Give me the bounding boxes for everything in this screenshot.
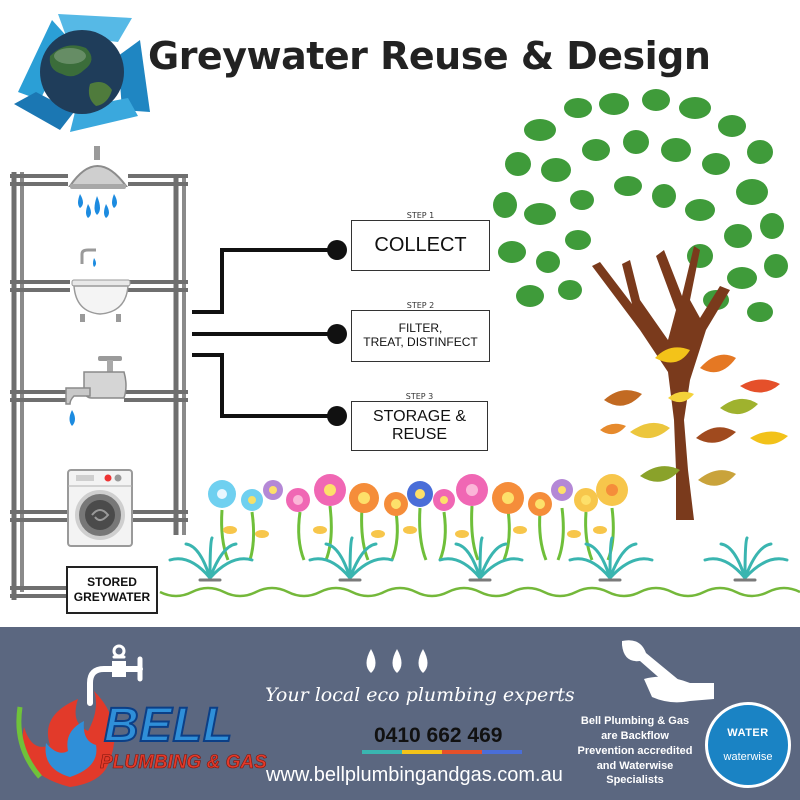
note-line: Prevention accredited bbox=[577, 744, 693, 757]
water-drops-icon bbox=[366, 649, 428, 673]
note-line: Bell Plumbing & Gas bbox=[580, 715, 690, 727]
stored-line1: STORED bbox=[87, 575, 137, 589]
pipe-fitting-icon bbox=[87, 644, 143, 706]
step-1-label: COLLECT bbox=[374, 234, 467, 256]
step-2-number: STEP 2 bbox=[402, 301, 439, 310]
website-link[interactable]: www.bellplumbingandgas.com.au bbox=[266, 764, 563, 786]
accreditation-note: Bell Plumbing & Gas are Backflow Prevent… bbox=[560, 714, 710, 788]
stored-greywater-label: STORED GREYWATER bbox=[66, 566, 158, 614]
footer-banner bbox=[0, 627, 800, 800]
connector-lines bbox=[192, 248, 334, 418]
step-3-number: STEP 3 bbox=[401, 392, 438, 401]
step-1-box: STEP 1 COLLECT bbox=[351, 211, 490, 271]
step-2-label-line1: FILTER, bbox=[398, 321, 443, 336]
tree-illustration bbox=[493, 89, 788, 520]
bell-flame-logo bbox=[16, 691, 115, 787]
page-title: Greywater Reuse & Design bbox=[148, 34, 711, 78]
note-line: Specialists bbox=[606, 774, 664, 787]
phone-number[interactable]: 0410 662 469 bbox=[374, 724, 503, 747]
bathtub-icon bbox=[71, 248, 131, 322]
brand-name: BELL bbox=[103, 698, 234, 753]
step-2-box: STEP 2 FILTER, TREAT, DISTINFECT bbox=[351, 301, 490, 362]
phone-underline bbox=[362, 750, 522, 754]
badge-bottom-text: waterwise bbox=[723, 751, 773, 763]
stored-line2: GREYWATER bbox=[73, 590, 151, 604]
step-3-box: STEP 3 STORAGE & REUSE bbox=[351, 392, 488, 451]
tap-icon bbox=[65, 356, 127, 426]
ground-vine bbox=[159, 586, 800, 598]
sprinkler-icon bbox=[168, 536, 789, 582]
wrench-hand-icon bbox=[622, 640, 714, 703]
tagline: Your local eco plumbing experts bbox=[265, 684, 575, 706]
footer-icons bbox=[16, 640, 714, 787]
shower-head-icon bbox=[68, 146, 128, 218]
step-1-number: STEP 1 bbox=[402, 211, 439, 220]
washing-machine-icon bbox=[67, 469, 133, 547]
connector-dots bbox=[327, 240, 347, 426]
brand-subtitle: PLUMBING & GAS bbox=[100, 752, 267, 774]
note-line: and Waterwise bbox=[596, 759, 674, 772]
note-line: are Backflow bbox=[601, 729, 669, 742]
badge-top-text: WATER bbox=[727, 727, 769, 739]
pipe-frame bbox=[10, 172, 188, 600]
recycle-globe-icon bbox=[14, 14, 150, 132]
flower-bed bbox=[208, 474, 628, 561]
step-3-label: STORAGE & REUSE bbox=[372, 407, 467, 443]
step-2-label-line2: TREAT, DISTINFECT bbox=[363, 335, 478, 349]
waterwise-badge: WATER waterwise bbox=[705, 702, 791, 788]
